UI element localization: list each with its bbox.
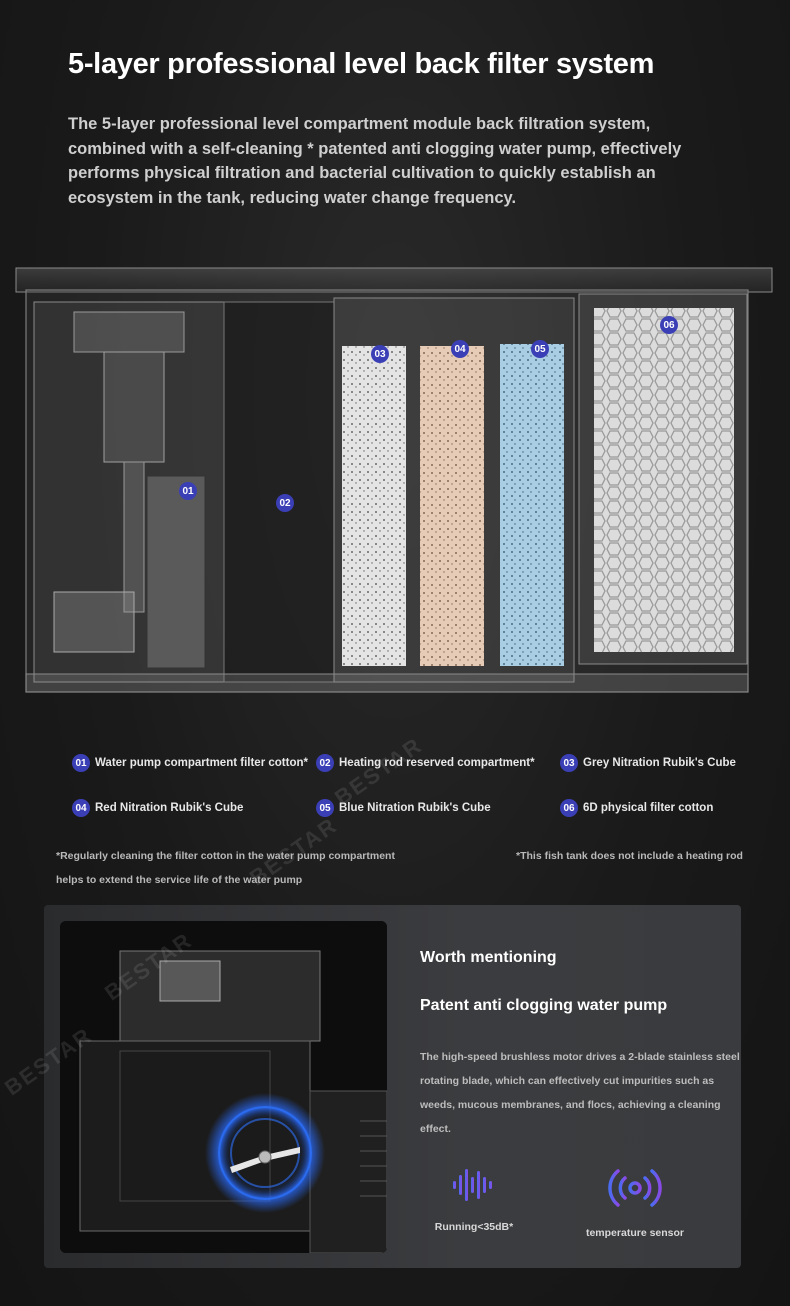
legend-item: 05 Blue Nitration Rubik's Cube [316, 799, 491, 817]
marker-06: 06 [660, 316, 678, 334]
marker-04: 04 [451, 340, 469, 358]
legend-marker: 02 [316, 754, 334, 772]
card-heading: Worth mentioning [420, 949, 557, 966]
heating-rod-note: *This fish tank does not include a heati… [516, 850, 743, 862]
legend-marker: 05 [316, 799, 334, 817]
legend-marker: 06 [560, 799, 578, 817]
legend-marker: 01 [72, 754, 90, 772]
legend-marker: 03 [560, 754, 578, 772]
pump-feature-card: Worth mentioning Patent anti clogging wa… [44, 905, 741, 1268]
legend-label: Red Nitration Rubik's Cube [95, 802, 244, 814]
feature-temperature-label: temperature sensor [585, 1227, 685, 1239]
marker-05: 05 [531, 340, 549, 358]
feature-temperature: temperature sensor [580, 1163, 690, 1239]
legend-marker: 04 [72, 799, 90, 817]
filter-tank-illustration: 01 02 03 04 05 06 [14, 262, 776, 702]
legend-item: 03 Grey Nitration Rubik's Cube [560, 754, 736, 772]
sound-wave-icon [419, 1163, 529, 1207]
intro-paragraph: The 5-layer professional level compartme… [68, 115, 682, 207]
legend-label: 6D physical filter cotton [583, 802, 714, 814]
marker-03: 03 [371, 345, 389, 363]
legend-item: 06 6D physical filter cotton [560, 799, 713, 817]
marker-01: 01 [179, 482, 197, 500]
marker-02: 02 [276, 494, 294, 512]
legend-label: Water pump compartment filter cotton* [95, 757, 308, 769]
legend-item: 04 Red Nitration Rubik's Cube [72, 799, 243, 817]
pump-cleaning-note: *Regularly cleaning the filter cotton in… [56, 850, 395, 886]
legend-label: Blue Nitration Rubik's Cube [339, 802, 491, 814]
legend-item: 02 Heating rod reserved compartment* [316, 754, 535, 772]
signal-broadcast-icon [580, 1163, 690, 1213]
card-subheading: Patent anti clogging water pump [420, 997, 668, 1014]
feature-noise: Running<35dB* [419, 1163, 529, 1233]
legend-item: 01 Water pump compartment filter cotton* [72, 754, 308, 772]
legend-label: Heating rod reserved compartment* [339, 757, 535, 769]
card-description: The high-speed brushless motor drives a … [420, 1051, 740, 1135]
pump-illustration [60, 921, 387, 1253]
page-title: 5-layer professional level back filter s… [68, 48, 655, 80]
feature-noise-label: Running<35dB* [434, 1221, 514, 1233]
legend-label: Grey Nitration Rubik's Cube [583, 757, 736, 769]
